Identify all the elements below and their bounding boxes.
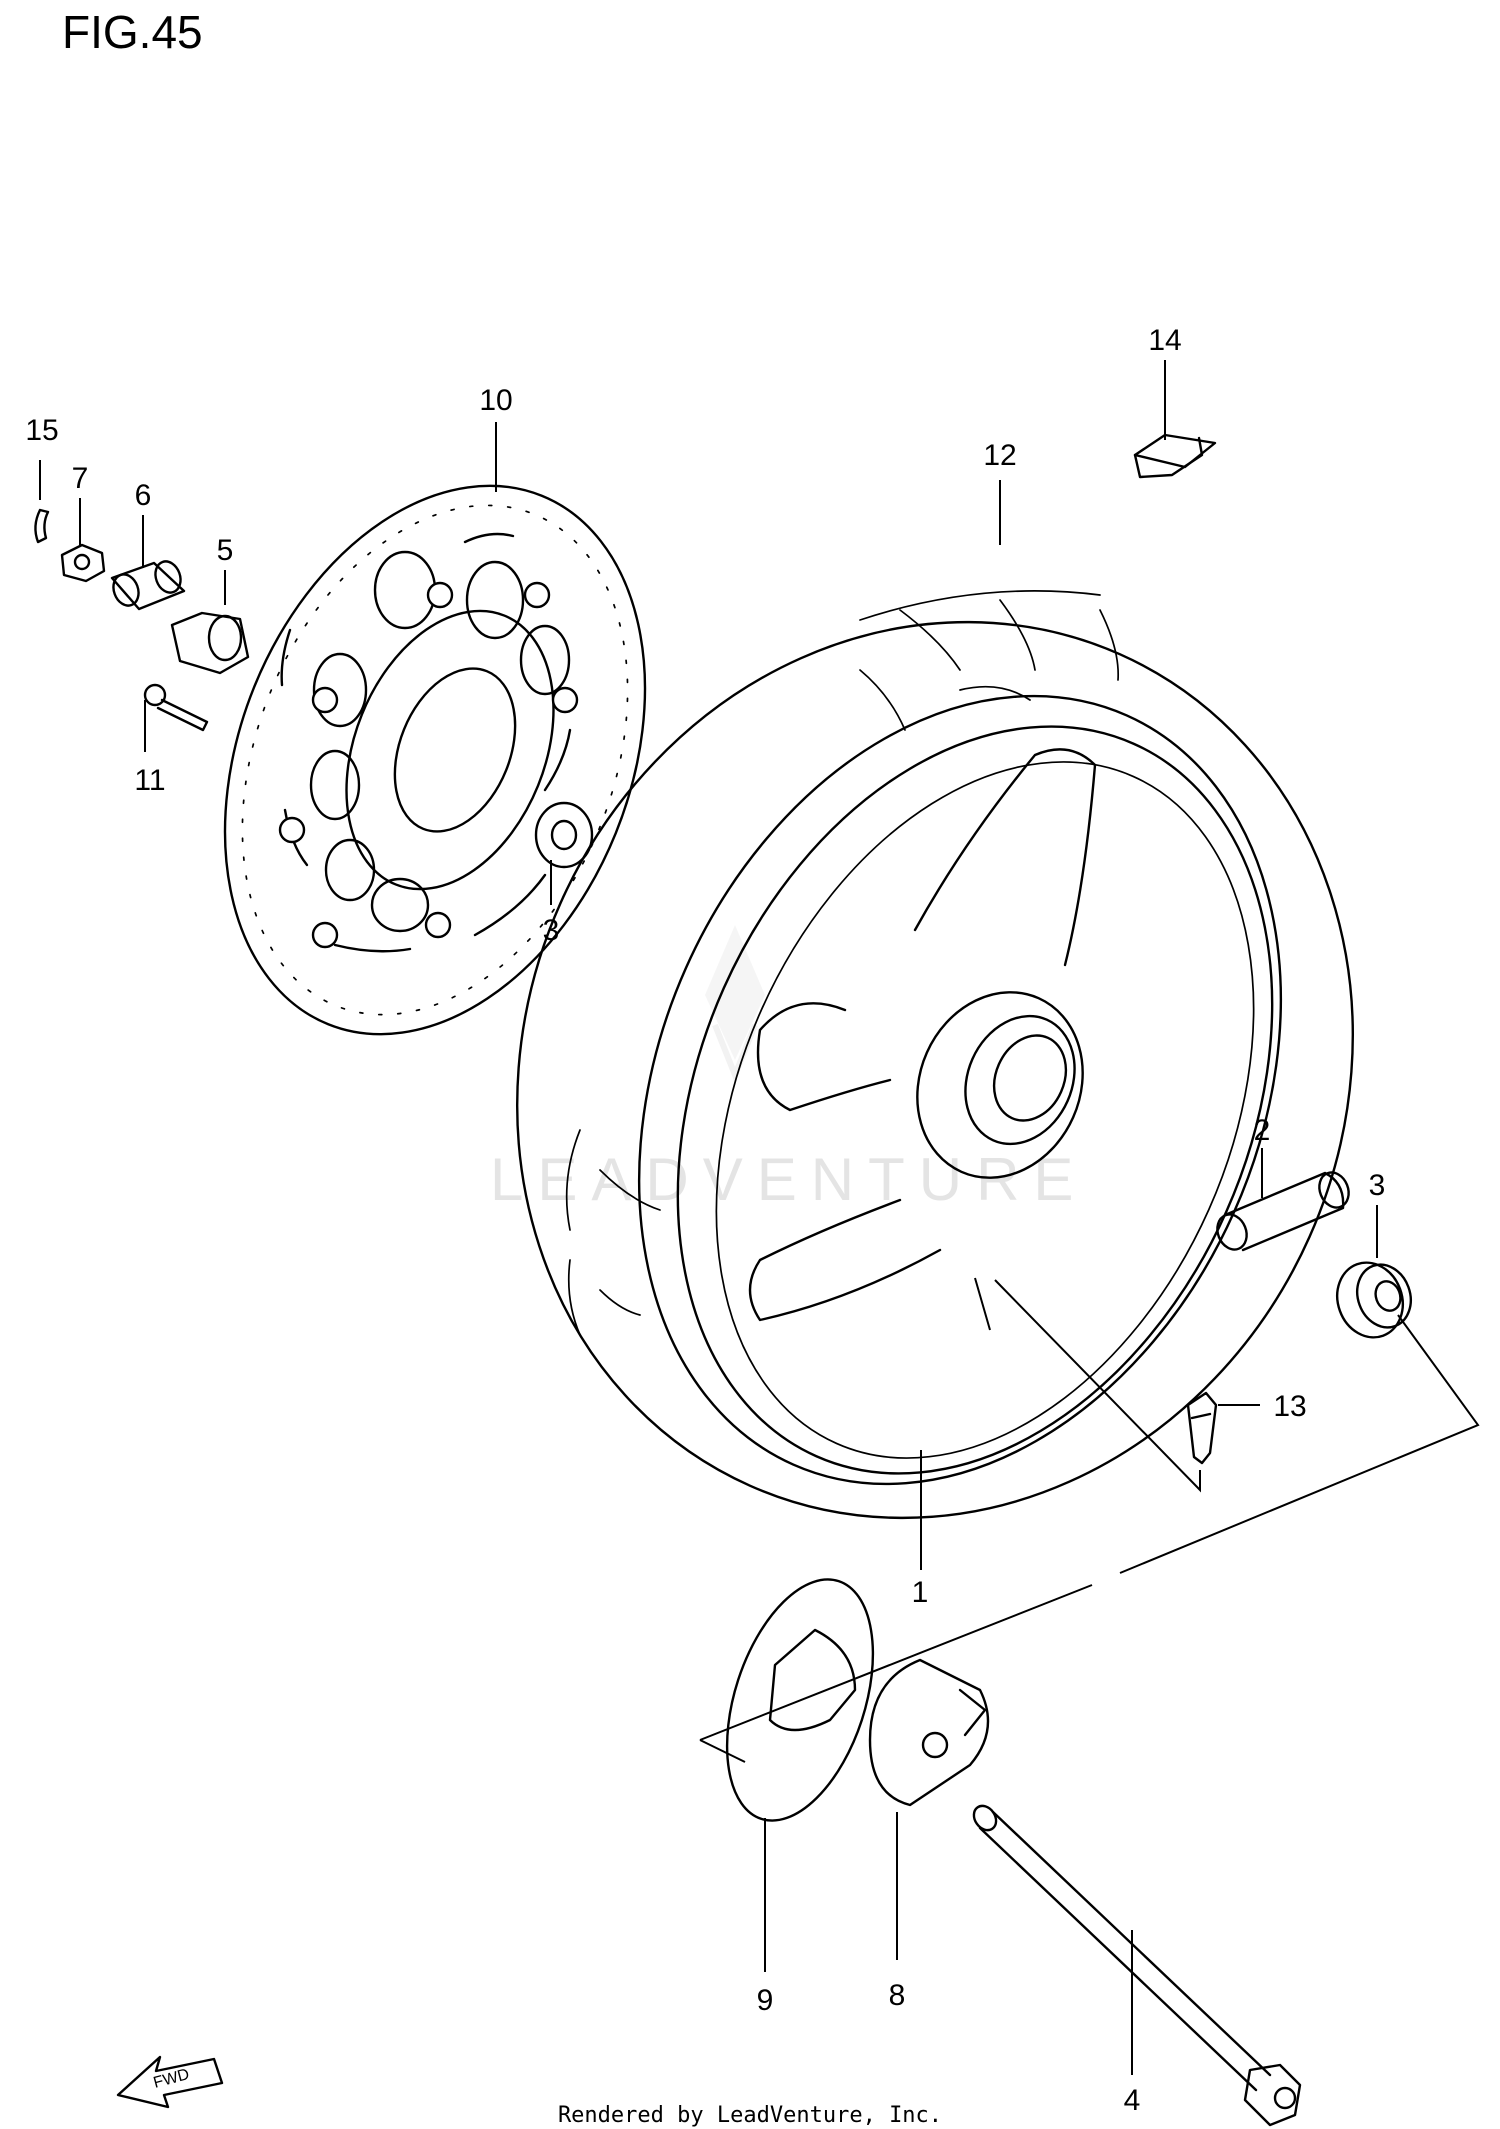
callout-2[interactable]: 2 [1254,1114,1271,1147]
figure-title: FIG.45 [62,6,203,58]
footer-credit: Rendered by LeadVenture, Inc. [558,2103,942,2128]
callout-6[interactable]: 6 [135,479,152,512]
wheel-tire[interactable] [375,488,1494,1653]
speedometer-gearbox-8[interactable] [868,1658,990,1807]
callout-11[interactable]: 11 [134,764,165,797]
collar-6[interactable] [109,558,186,611]
fwd-arrow-icon: FWD [116,2055,224,2109]
callout-10[interactable]: 10 [479,384,512,417]
leader-lines [39,360,1480,2075]
dust-cover-9[interactable] [700,1561,901,1839]
callout-13[interactable]: 13 [1273,1390,1306,1423]
callout-14[interactable]: 14 [1148,324,1181,357]
cotter-pin-15[interactable] [34,508,50,544]
axle-4[interactable] [969,1802,1302,2127]
watermark-logo [705,925,765,1084]
callout-8[interactable]: 8 [889,1979,906,2012]
brake-disc[interactable] [147,423,722,1098]
callout-1[interactable]: 1 [912,1576,929,1609]
spacer-5[interactable] [170,611,250,675]
watermark-text: LEADVENTURE [490,1146,1087,1213]
bearing-3-right[interactable] [1327,1253,1419,1346]
callout-3-left[interactable]: 3 [543,914,560,947]
callout-15[interactable]: 15 [25,414,58,447]
disc-rivets [278,581,579,949]
disc-bolt-11[interactable] [143,683,209,732]
valve-13[interactable] [1186,1391,1218,1465]
callout-4[interactable]: 4 [1124,2084,1141,2117]
spacer-2[interactable] [1212,1168,1353,1254]
callout-12[interactable]: 12 [983,439,1016,472]
callout-7[interactable]: 7 [72,462,89,495]
bearing-3-left[interactable] [534,801,594,869]
balance-weight-14[interactable] [1133,433,1217,479]
wheel-hub [916,991,1084,1179]
callout-3-right[interactable]: 3 [1369,1169,1386,1202]
callout-labels: 1 2 3 3 4 5 6 7 8 9 10 11 12 13 14 15 [25,324,1385,2117]
callout-5[interactable]: 5 [217,534,234,567]
nut-7[interactable] [60,543,106,583]
callout-9[interactable]: 9 [757,1984,774,2017]
